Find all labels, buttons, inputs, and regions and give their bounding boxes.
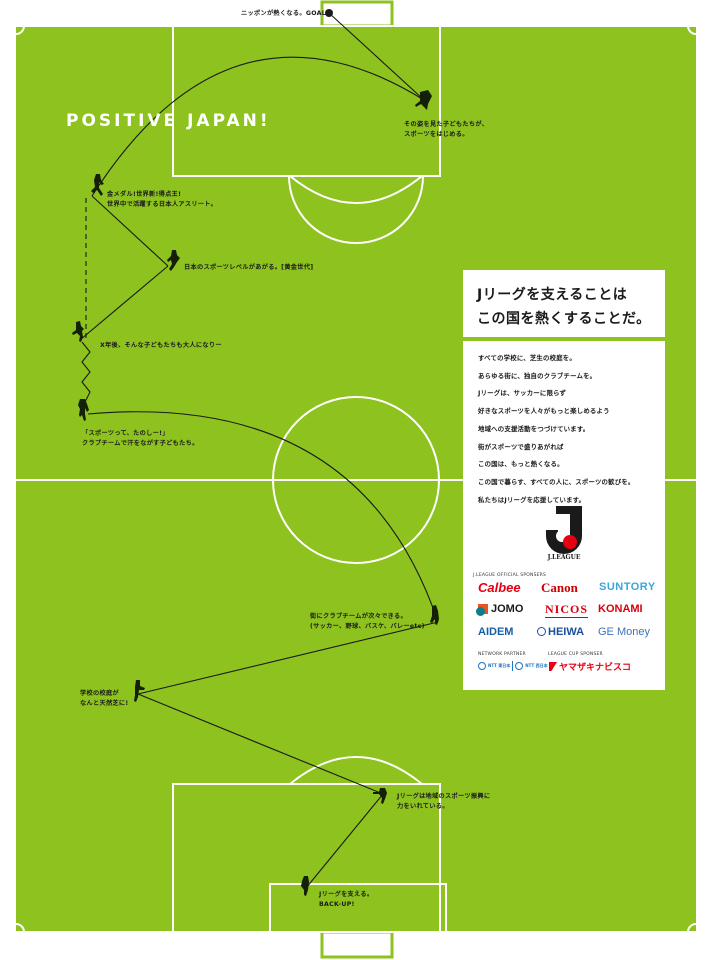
network-partner-label: NETWORK PARTNER [478, 652, 526, 657]
panel-title: Jリーグを支えることは この国を熱くすることだ。 [463, 270, 665, 341]
sponsor-ge-money: GE Money [598, 626, 650, 638]
heiwa-mark-icon [537, 627, 546, 636]
caption-goal: ニッポンが熱くなる。GOAL! [241, 10, 330, 17]
sponsor-calbee: Calbee [478, 580, 521, 595]
caption-fun: 「スポーツって、たのしー!」 クラブチームで汗をながす子どもたち。 [82, 430, 199, 447]
ntt-east-icon [478, 662, 486, 670]
sponsor-canon: Canon [541, 580, 578, 595]
ntt-west-icon [515, 662, 524, 670]
divider [512, 661, 514, 671]
caption-athletes: 金メダル!世界新!得点王! 世界中で活躍する日本人アスリート。 [107, 191, 218, 208]
ball-icon [325, 9, 333, 17]
jleague-logo-icon [546, 506, 582, 554]
caption-x-years: X年後、そんな子どもたちも大人になりー [100, 342, 222, 349]
info-panel: Jリーグを支えることは この国を熱くすることだ。 すべての学校に、芝生の校庭を。… [463, 270, 665, 690]
center-circle [272, 396, 440, 564]
caption-clubs: 街にクラブチームが次々できる。 (サッカー、野球、バスケ、バレーetc) [310, 613, 425, 630]
jomo-mark-icon-circle [476, 607, 485, 616]
caption-school-lawn: 学校の校庭が なんと天然芝に! [80, 690, 129, 707]
ntt-west-label: NTT 西日本 [525, 663, 548, 668]
sponsor-konami: KONAMI [598, 603, 643, 615]
sponsor-nicos: NICOS [545, 602, 589, 618]
sponsor-suntory: SUNTORY [599, 581, 656, 593]
caption-backup: Jリーグを支える。 BACK-UP! [319, 891, 374, 908]
sponsor-jomo: JOMO [491, 603, 524, 615]
cup-sponsor-label: LEAGUE CUP SPONSER [548, 652, 603, 657]
caption-children-start: その姿を見た子どもたちが、 スポーツをはじめる。 [404, 121, 489, 138]
yamazaki-mark-icon [549, 662, 557, 671]
bottom-goal [320, 930, 394, 959]
ntt-east-label: NTT 東日本 [488, 663, 511, 668]
ntt-logos: NTT 東日本 NTT 西日本 [478, 661, 548, 671]
sponsor-heiwa: HEIWA [548, 626, 585, 638]
player-silhouettes [72, 90, 439, 896]
caption-level-up: 日本のスポーツレベルがあがる。[黄金世代] [184, 264, 314, 271]
sponsor-yamazaki-nabisco: ヤマザキナビスコ [559, 663, 632, 673]
jleague-name: J.LEAGUE [547, 554, 581, 561]
sponsor-aidem: AIDEM [478, 626, 514, 638]
panel-body: すべての学校に、芝生の校庭を。 あらゆる街に、独自のクラブチームを。 Jリーグは… [478, 354, 635, 504]
top-goal [320, 0, 394, 28]
top-penalty-box [172, 25, 441, 177]
caption-regional: Jリーグは地域のスポーツ振興に 力をいれている。 [397, 793, 491, 810]
official-sponsors-label: J.LEAGUE OFFICIAL SPONSERS [473, 573, 547, 578]
headline: POSITIVE JAPAN! [66, 111, 271, 131]
